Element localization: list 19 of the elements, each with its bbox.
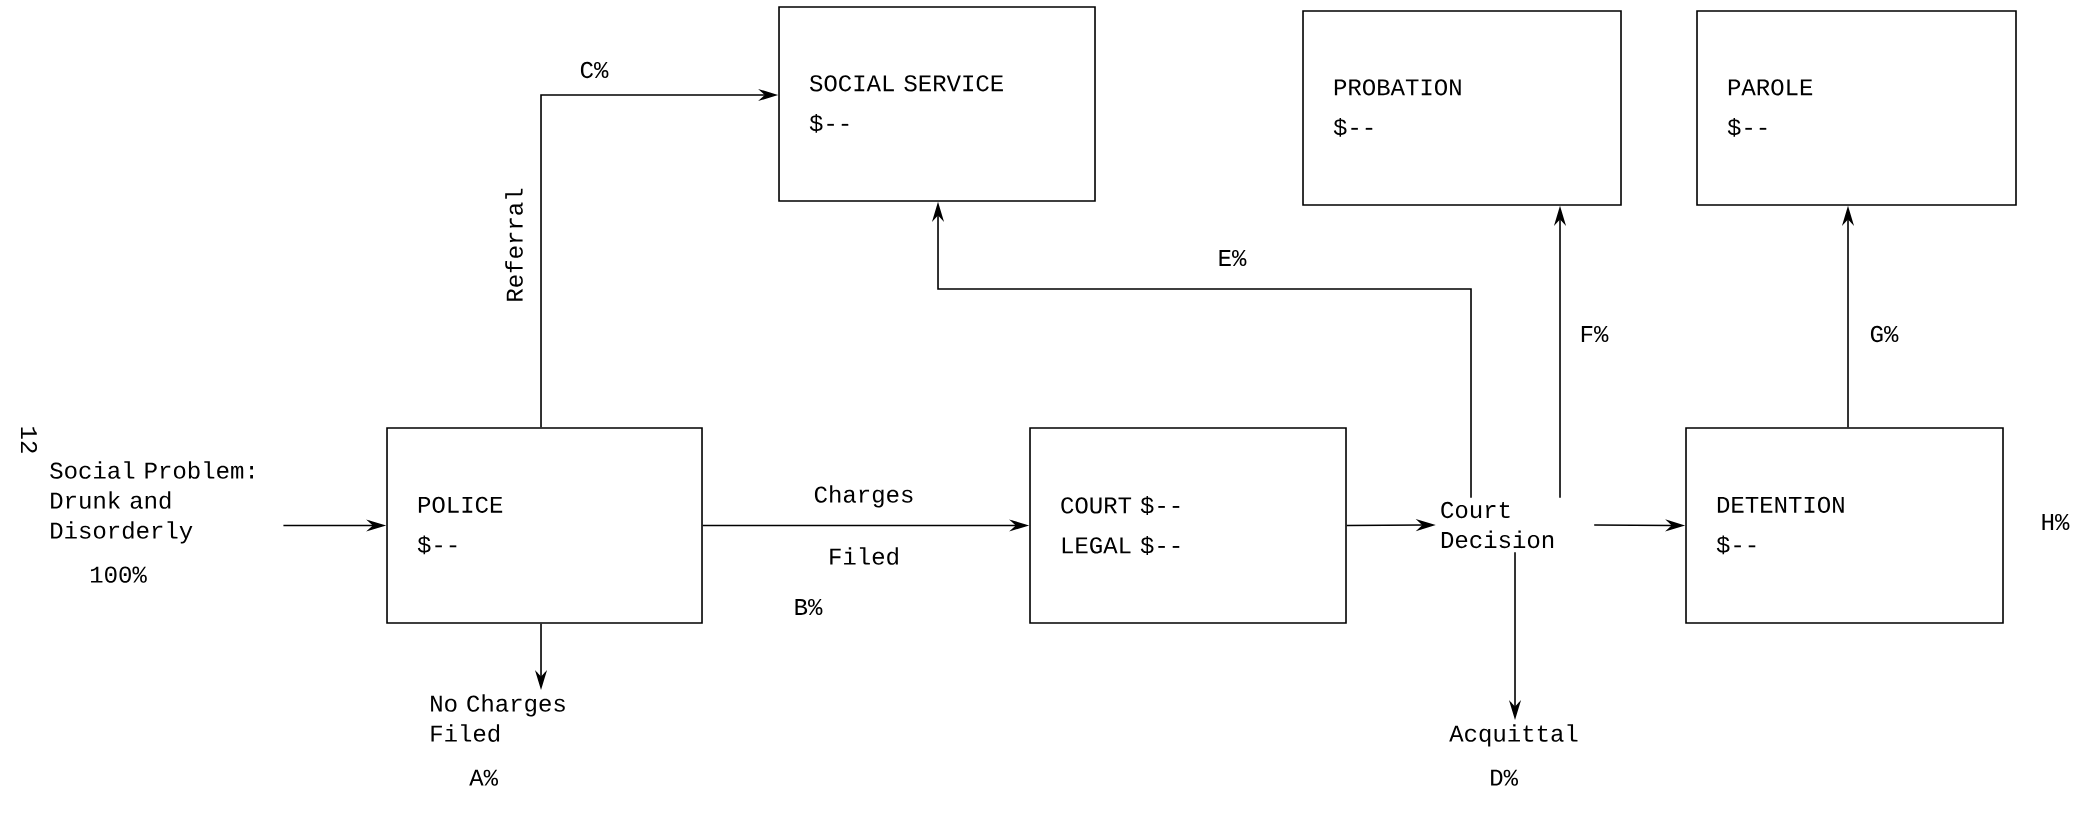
edge-label: F% [1581,325,1609,343]
outcome-label: No Charges Filed A% [431,694,565,786]
process-box: PROBATION $-- [1302,10,1622,206]
percentage-label: B% [795,598,823,616]
percentage-label: H% [2042,513,2070,531]
edge-label: G% [1870,325,1899,343]
process-box: SOCIAL SERVICE $-- [778,6,1096,202]
edge-label: E% [1219,249,1247,267]
process-box: DETENTION $-- [1685,427,2004,624]
decision-label: Court Decision [1441,501,1554,549]
page-number: 12 [21,427,38,453]
process-box: COURT $-- LEGAL $-- [1029,427,1347,624]
process-box: POLICE $-- [386,427,703,624]
percentage-label: C% [580,61,609,79]
outcome-label: Acquittal D% [1449,724,1578,786]
input-label: Social Problem: Drunk and Disorderly 100% [50,461,253,583]
edge-label: Charges Filed [814,485,913,565]
edge-label: Referral [505,188,523,301]
process-box: PAROLE $-- [1696,10,2017,206]
